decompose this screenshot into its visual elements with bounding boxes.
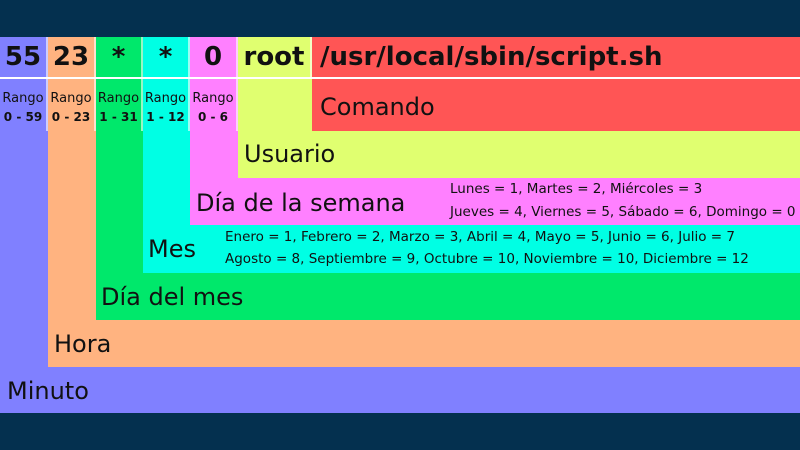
range-value: 0 - 6 — [197, 110, 229, 124]
range-value: 1 - 31 — [99, 110, 138, 124]
range-label: Rango — [97, 91, 140, 106]
range-label: Rango — [144, 91, 187, 106]
range-value: 0 - 23 — [51, 110, 91, 124]
minute-field: 55 — [4, 42, 42, 72]
day-of-week-range: Rango 0 - 6 — [190, 90, 236, 126]
hour-range: Rango 0 - 23 — [48, 90, 94, 126]
day-of-week-field: 0 — [203, 42, 223, 72]
month-field: * — [158, 42, 173, 72]
hour-label: Hora — [54, 330, 112, 358]
range-label: Rango — [50, 91, 92, 106]
separator — [141, 37, 143, 131]
field-divider-line — [0, 77, 800, 79]
separator — [310, 37, 312, 77]
separator — [94, 37, 96, 131]
month-range: Rango 1 - 12 — [143, 90, 188, 126]
range-label: Rango — [192, 91, 234, 106]
command-label: Comando — [320, 93, 435, 121]
user-field: root — [243, 42, 305, 72]
months-note-line2: Agosto = 8, Septiembre = 9, Octubre = 10… — [225, 251, 749, 267]
month-label: Mes — [148, 235, 196, 263]
range-value: 0 - 59 — [3, 110, 43, 124]
minute-range: Rango 0 - 59 — [0, 90, 46, 126]
day-of-month-label: Día del mes — [101, 283, 244, 311]
day-of-week-label: Día de la semana — [196, 189, 406, 217]
range-label: Rango — [2, 91, 44, 106]
months-note-line1: Enero = 1, Febrero = 2, Marzo = 3, Abril… — [225, 229, 736, 245]
command-block — [312, 37, 800, 131]
weekdays-note-line1: Lunes = 1, Martes = 2, Miércoles = 3 — [450, 181, 703, 197]
range-value: 1 - 12 — [146, 110, 185, 124]
separator — [236, 37, 238, 131]
minute-label: Minuto — [7, 377, 89, 405]
day-of-month-field: * — [111, 42, 126, 72]
separator — [46, 37, 48, 131]
command-field: /usr/local/sbin/script.sh — [320, 42, 663, 72]
user-label: Usuario — [244, 140, 336, 168]
separator — [188, 37, 190, 131]
hour-field: 23 — [52, 42, 90, 72]
day-of-month-range: Rango 1 - 31 — [96, 90, 141, 126]
weekdays-note-line2: Jueves = 4, Viernes = 5, Sábado = 6, Dom… — [450, 204, 796, 220]
